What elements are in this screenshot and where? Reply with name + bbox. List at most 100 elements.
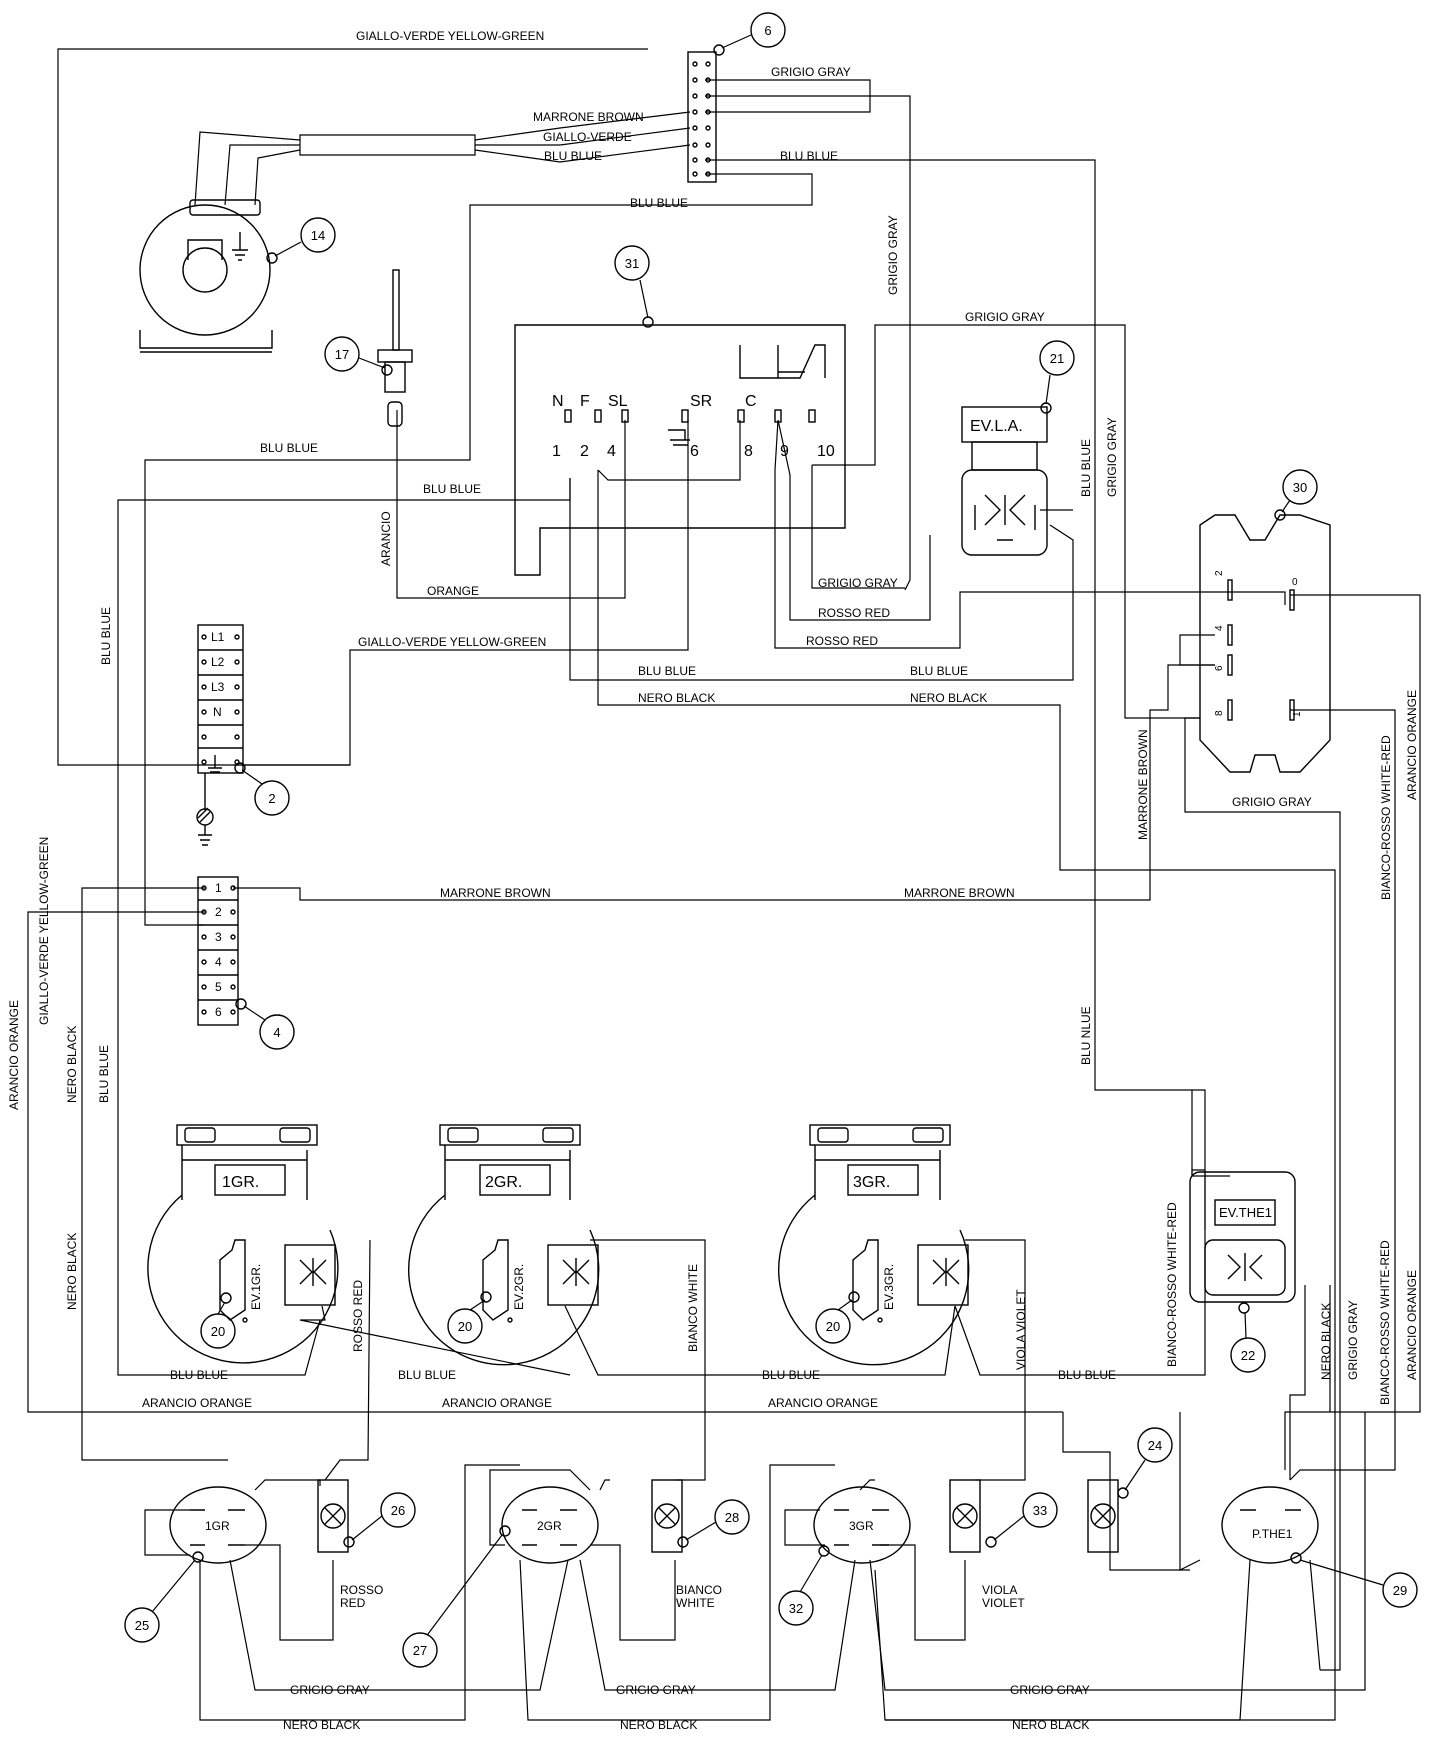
wire-arancio-lamp (1062, 1412, 1190, 1571)
wire-grigio-30 (1184, 717, 1341, 1671)
svg-text:GRIGIO GRAY: GRIGIO GRAY (965, 310, 1045, 324)
wire-bianco-rosso-1 (1289, 709, 1396, 1481)
svg-text:10: 10 (817, 443, 835, 460)
svg-text:2: 2 (580, 443, 589, 460)
wire-viola-group3 (965, 1239, 1026, 1481)
svg-text:20: 20 (458, 1319, 472, 1334)
svg-text:P.THE1: P.THE1 (1252, 1527, 1293, 1541)
svg-text:VIOLA: VIOLA (982, 1583, 1017, 1597)
wire-grey-vertical (705, 95, 911, 591)
svg-text:4: 4 (1214, 625, 1225, 631)
wire-blu-comp2 (144, 173, 813, 926)
svg-text:C: C (745, 393, 757, 410)
svg-text:1GR.: 1GR. (222, 1174, 259, 1191)
svg-text:6: 6 (215, 1005, 222, 1019)
wire-nero-b3 (885, 1559, 1251, 1721)
wire-sw1-loop (144, 1509, 190, 1556)
lamp-26 (317, 1479, 349, 1553)
svg-text:L3: L3 (211, 680, 225, 694)
svg-text:4: 4 (273, 1025, 280, 1040)
svg-text:ARANCIO ORANGE: ARANCIO ORANGE (1405, 690, 1419, 800)
terminal-block-power (196, 624, 244, 846)
wire-marrone (233, 664, 1215, 901)
wire-sw2-lamp (590, 1544, 676, 1641)
svg-text:2: 2 (215, 905, 222, 919)
wires (27, 48, 1421, 1721)
switch-contacts (190, 1509, 1301, 1546)
svg-text:NERO BLACK: NERO BLACK (638, 691, 715, 705)
svg-text:GIALLO-VERDE YELLOW-GREEN: GIALLO-VERDE YELLOW-GREEN (37, 837, 51, 1025)
svg-text:20: 20 (211, 1324, 225, 1339)
svg-text:BLU BLUE: BLU BLUE (638, 664, 696, 678)
svg-text:MARRONE BROWN: MARRONE BROWN (533, 110, 644, 124)
callouts (124, 12, 1418, 1668)
svg-text:ARANCIO ORANGE: ARANCIO ORANGE (1405, 1270, 1419, 1380)
svg-text:NERO BLACK: NERO BLACK (65, 1026, 79, 1103)
svg-text:BLU BLUE: BLU BLUE (97, 1045, 111, 1103)
wire-relay-loop (1179, 634, 1215, 666)
svg-text:30: 30 (1293, 480, 1307, 495)
svg-text:BLU BLUE: BLU BLUE (99, 607, 113, 665)
svg-text:GRIGIO GRAY: GRIGIO GRAY (886, 215, 900, 295)
svg-text:4: 4 (607, 443, 616, 460)
svg-text:MARRONE BROWN: MARRONE BROWN (1136, 729, 1150, 840)
svg-text:ARANCIO: ARANCIO (379, 511, 393, 566)
svg-text:NERO BLACK: NERO BLACK (65, 1233, 79, 1310)
wire-arancio-24 (1179, 1412, 1201, 1571)
svg-text:EV.2GR.: EV.2GR. (512, 1264, 526, 1310)
svg-text:8: 8 (744, 443, 753, 460)
svg-text:VIOLET: VIOLET (982, 1596, 1025, 1610)
group-1 (147, 1124, 339, 1364)
ev-la-valve (961, 406, 1048, 556)
svg-text:NERO BLACK: NERO BLACK (1012, 1718, 1089, 1732)
wire-grigio-31 (812, 324, 1200, 719)
wire-nero-b2 (519, 1464, 835, 1721)
svg-text:BIANCO-ROSSO WHITE-RED: BIANCO-ROSSO WHITE-RED (1379, 735, 1393, 900)
svg-text:2GR.: 2GR. (485, 1174, 522, 1191)
svg-text:GIALLO-VERDE YELLOW-GREEN: GIALLO-VERDE YELLOW-GREEN (358, 635, 546, 649)
ground-icon (232, 232, 248, 261)
wire-pthe-right (1309, 1559, 1321, 1671)
svg-text:21: 21 (1050, 351, 1064, 366)
svg-text:BLU BLUE: BLU BLUE (170, 1368, 228, 1382)
group-2 (408, 1124, 600, 1366)
switch-2gr (501, 1486, 599, 1564)
svg-text:BLU BLUE: BLU BLUE (544, 149, 602, 163)
svg-text:GIALLO-VERDE: GIALLO-VERDE (543, 130, 632, 144)
wire-g3-ev (954, 1169, 1230, 1376)
compressor-motor (139, 199, 273, 353)
svg-text:ROSSO: ROSSO (340, 1583, 383, 1597)
svg-text:27: 27 (413, 1643, 427, 1658)
wire-grigio-b1 (229, 1559, 569, 1691)
wire-blu-right (705, 159, 1206, 1230)
svg-text:31: 31 (625, 256, 639, 271)
svg-text:VIOLA VIOLET: VIOLA VIOLET (1014, 1289, 1028, 1370)
svg-text:33: 33 (1033, 1503, 1047, 1518)
svg-text:4: 4 (215, 955, 222, 969)
wire-sw3-loop (784, 1509, 825, 1546)
svg-text:NERO BLACK: NERO BLACK (620, 1718, 697, 1732)
svg-text:GRIGIO GRAY: GRIGIO GRAY (818, 576, 898, 590)
group-3 (778, 1124, 970, 1366)
svg-text:BLU BLUE: BLU BLUE (762, 1368, 820, 1382)
wire-arancio-left (27, 911, 1063, 1413)
svg-text:17: 17 (335, 347, 349, 362)
ground-icon (198, 825, 212, 846)
svg-text:1GR: 1GR (205, 1519, 230, 1533)
svg-text:WHITE: WHITE (676, 1596, 715, 1610)
wire-rosso-group1 (324, 1239, 371, 1481)
svg-text:ARANCIO ORANGE: ARANCIO ORANGE (768, 1396, 878, 1410)
svg-text:14: 14 (311, 228, 325, 243)
switch-p-the1 (1221, 1486, 1319, 1564)
svg-text:EV.1GR.: EV.1GR. (249, 1264, 263, 1310)
svg-text:BIANCO WHITE: BIANCO WHITE (686, 1264, 700, 1352)
wire-blu-bus (569, 478, 1074, 681)
svg-text:GRIGIO GRAY: GRIGIO GRAY (771, 65, 851, 79)
wire-sw1-top (254, 1479, 321, 1491)
wire-g1-g2 (299, 1305, 571, 1376)
svg-text:BLU BLUE: BLU BLUE (260, 441, 318, 455)
thermostat-31 (514, 324, 846, 576)
wire-rosso-2 (774, 419, 1286, 649)
svg-text:1: 1 (215, 881, 222, 895)
svg-text:0: 0 (1292, 577, 1298, 588)
